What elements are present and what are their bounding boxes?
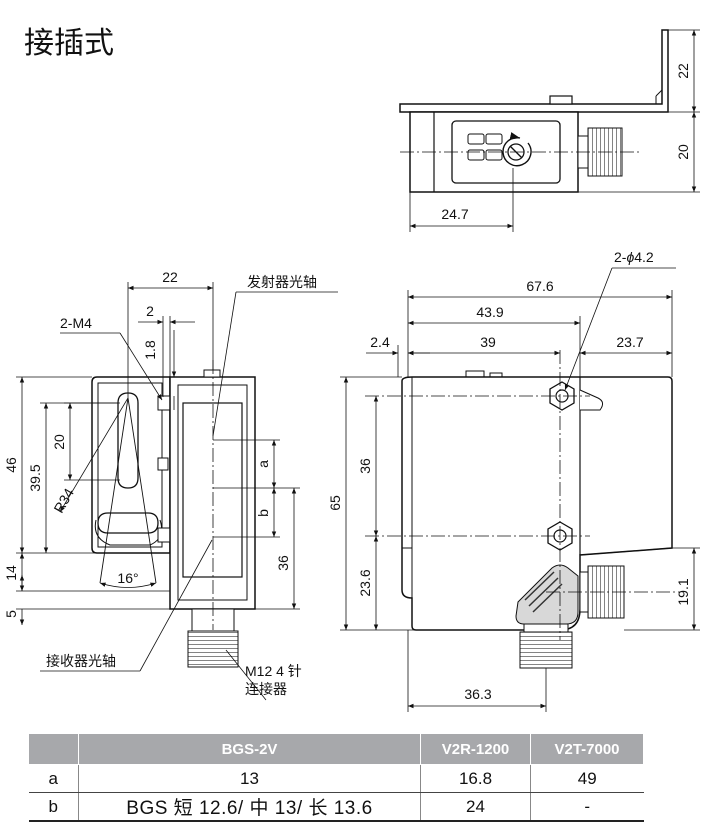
led-icon bbox=[485, 133, 503, 145]
dim-a: a bbox=[255, 460, 271, 468]
label-connector-line1: M12 4 针 bbox=[245, 663, 302, 679]
top-dim-24-7: 24.7 bbox=[441, 206, 468, 222]
side-dim-20: 20 bbox=[51, 434, 67, 450]
label-connector-line2: 连接器 bbox=[245, 681, 287, 697]
dim-16-deg: 16° bbox=[117, 570, 138, 586]
dim-b: b bbox=[255, 509, 271, 517]
rotate-arrow-icon bbox=[502, 132, 532, 167]
side-dim-36: 36 bbox=[275, 555, 291, 571]
side-dim-14: 14 bbox=[3, 565, 19, 581]
table-header-bgs-2v: BGS-2V bbox=[78, 733, 421, 765]
table-header-row: BGS-2V V2R-1200 V2T-7000 bbox=[28, 733, 644, 765]
row-a-label: a bbox=[28, 764, 79, 793]
side-dim-22: 22 bbox=[162, 269, 178, 285]
front-dim-65: 65 bbox=[327, 495, 343, 511]
led-icon bbox=[467, 149, 485, 161]
front-dim-36-3: 36.3 bbox=[464, 686, 491, 702]
top-view: 22 20 24.7 bbox=[399, 29, 700, 232]
front-dim-23-7: 23.7 bbox=[616, 334, 643, 350]
front-dim-2-4: 2.4 bbox=[370, 334, 390, 350]
front-connector-bottom-thread bbox=[519, 631, 573, 669]
side-dim-5: 5 bbox=[3, 610, 19, 618]
row-a-v2r: 16.8 bbox=[420, 764, 531, 793]
label-2-m4: 2-M4 bbox=[60, 315, 92, 331]
side-view-lens bbox=[182, 402, 243, 578]
table-header-empty bbox=[28, 733, 79, 765]
row-b-bgs: BGS 短 12.6/ 中 13/ 长 13.6 bbox=[78, 792, 421, 822]
row-b-v2r: 24 bbox=[420, 792, 531, 822]
front-dim-23-6: 23.6 bbox=[357, 569, 373, 596]
row-a-v2t: 49 bbox=[530, 764, 644, 793]
table-header-v2r-1200: V2R-1200 bbox=[420, 733, 531, 765]
top-view-screw bbox=[549, 95, 573, 105]
top-view-bracket bbox=[399, 29, 669, 113]
front-view-body bbox=[401, 376, 673, 631]
front-dim-67-6: 67.6 bbox=[526, 278, 553, 294]
top-dim-22: 22 bbox=[675, 63, 691, 79]
led-icon bbox=[485, 149, 503, 161]
side-view: R34 16° a b 36 发射器光轴 接收器光轴 M12 4 针 连接器 2… bbox=[3, 269, 338, 701]
side-dim-46: 46 bbox=[3, 457, 19, 473]
label-emitter-axis: 发射器光轴 bbox=[247, 274, 317, 290]
front-dim-43-9: 43.9 bbox=[476, 304, 503, 320]
front-view: 67.6 43.9 2.4 39 23.7 2-ϕ4.2 65 36 23.6 … bbox=[327, 249, 700, 712]
table-header-v2t-7000: V2T-7000 bbox=[530, 733, 644, 765]
led-icon bbox=[467, 133, 485, 145]
front-dim-19-1: 19.1 bbox=[675, 578, 691, 605]
side-dim-1-8: 1.8 bbox=[142, 340, 158, 360]
page-title: 接插式 bbox=[24, 26, 114, 61]
front-dim-36: 36 bbox=[357, 458, 373, 474]
top-dim-20: 20 bbox=[675, 144, 691, 160]
table-row: a 13 16.8 49 bbox=[28, 764, 644, 793]
spec-table: BGS-2V V2R-1200 V2T-7000 a 13 16.8 49 b … bbox=[28, 733, 644, 822]
label-2-phi-4-2: 2-ϕ4.2 bbox=[614, 249, 654, 265]
side-dim-2: 2 bbox=[146, 303, 154, 319]
row-b-label: b bbox=[28, 792, 79, 822]
row-a-bgs: 13 bbox=[78, 764, 421, 793]
side-view-connector-thread bbox=[187, 630, 239, 668]
side-dim-39-5: 39.5 bbox=[27, 464, 43, 491]
technical-drawing: 22 20 24.7 R34 16° bbox=[3, 29, 700, 712]
front-dim-39: 39 bbox=[480, 334, 496, 350]
table-row: b BGS 短 12.6/ 中 13/ 长 13.6 24 - bbox=[28, 792, 644, 822]
label-receiver-axis: 接收器光轴 bbox=[46, 653, 116, 669]
row-b-v2t: - bbox=[530, 792, 644, 822]
